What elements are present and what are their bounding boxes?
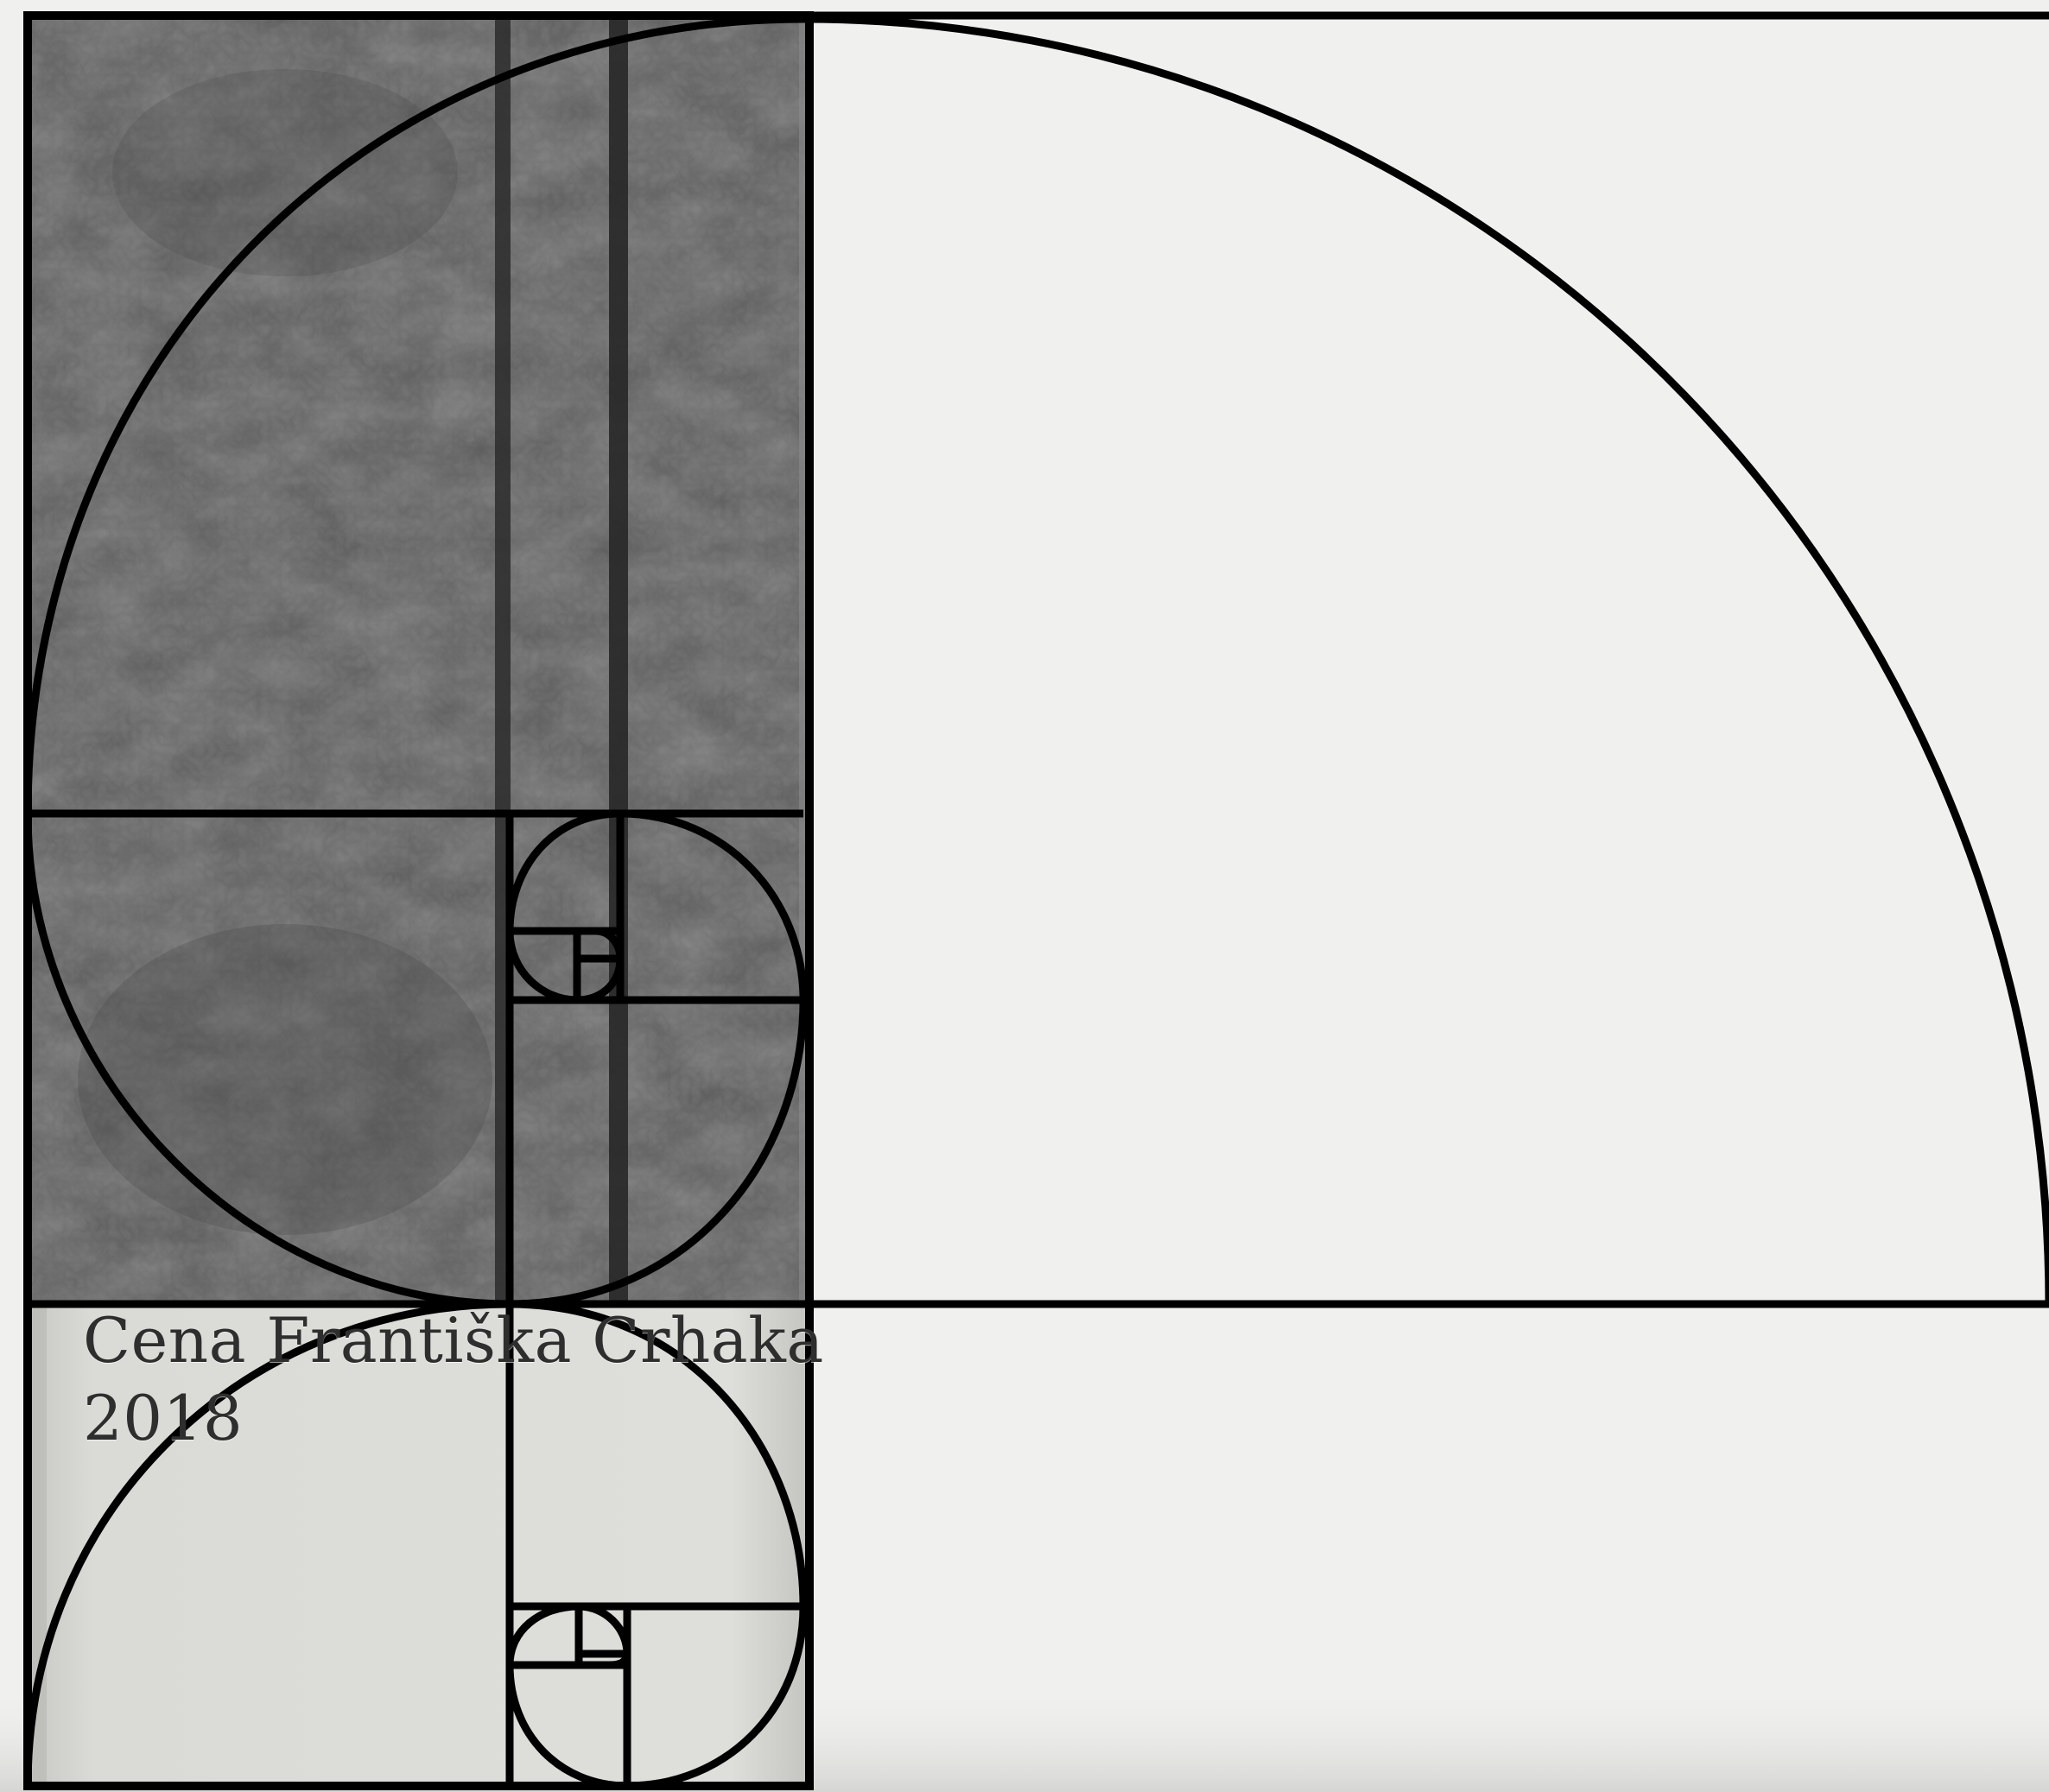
caption-year: 2018: [83, 1387, 243, 1449]
caption-title: Cena Františka Crhaka: [83, 1309, 824, 1371]
concrete-block: [28, 19, 813, 1304]
groove-right: [609, 19, 628, 1304]
caption-plate: [31, 1306, 809, 1785]
